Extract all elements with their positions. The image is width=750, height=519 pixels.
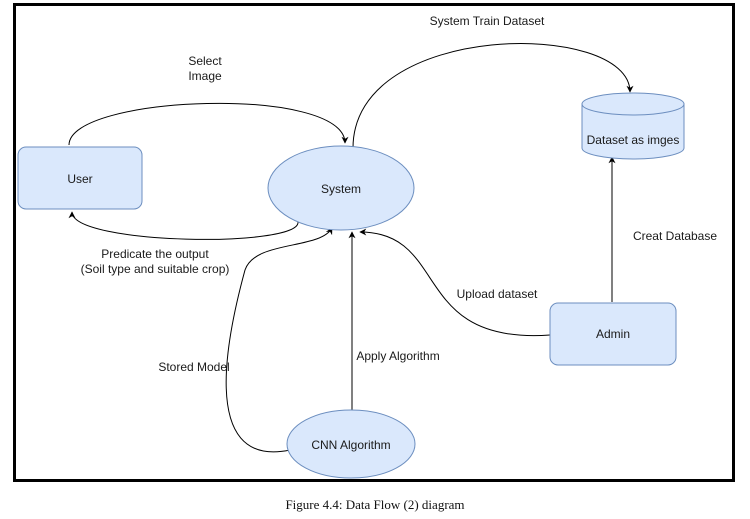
system-train-label: System Train Dataset [430, 14, 545, 28]
predicate-label-line2: (Soil type and suitable crop) [81, 262, 230, 276]
dataset-node: Dataset as imges [581, 92, 685, 160]
edge-select-image [68, 102, 349, 146]
select-image-label-line1: Select [188, 54, 222, 68]
admin-node: Admin [549, 302, 677, 366]
apply-algorithm-label: Apply Algorithm [356, 349, 439, 363]
select-image-label-line2: Image [188, 69, 222, 83]
system-label: System [321, 182, 361, 196]
edge-predicate-output [68, 211, 299, 240]
edge-stored-model [225, 227, 333, 453]
creat-database-label: Creat Database [633, 229, 717, 243]
cnn-label: CNN Algorithm [311, 438, 390, 452]
user-label: User [67, 172, 92, 186]
cnn-node: CNN Algorithm [286, 409, 416, 479]
stored-model-label: Stored Model [158, 360, 229, 374]
diagram-frame [13, 3, 735, 482]
system-node: System [267, 145, 415, 231]
upload-dataset-label: Upload dataset [457, 287, 538, 301]
edge-upload-dataset [359, 228, 551, 337]
predicate-label-line1: Predicate the output [101, 247, 209, 261]
figure-caption: Figure 4.4: Data Flow (2) diagram [285, 497, 465, 512]
user-node: User [17, 146, 143, 210]
admin-label: Admin [596, 327, 630, 341]
edge-system-train [352, 43, 634, 149]
dataset-label: Dataset as imges [587, 133, 680, 147]
